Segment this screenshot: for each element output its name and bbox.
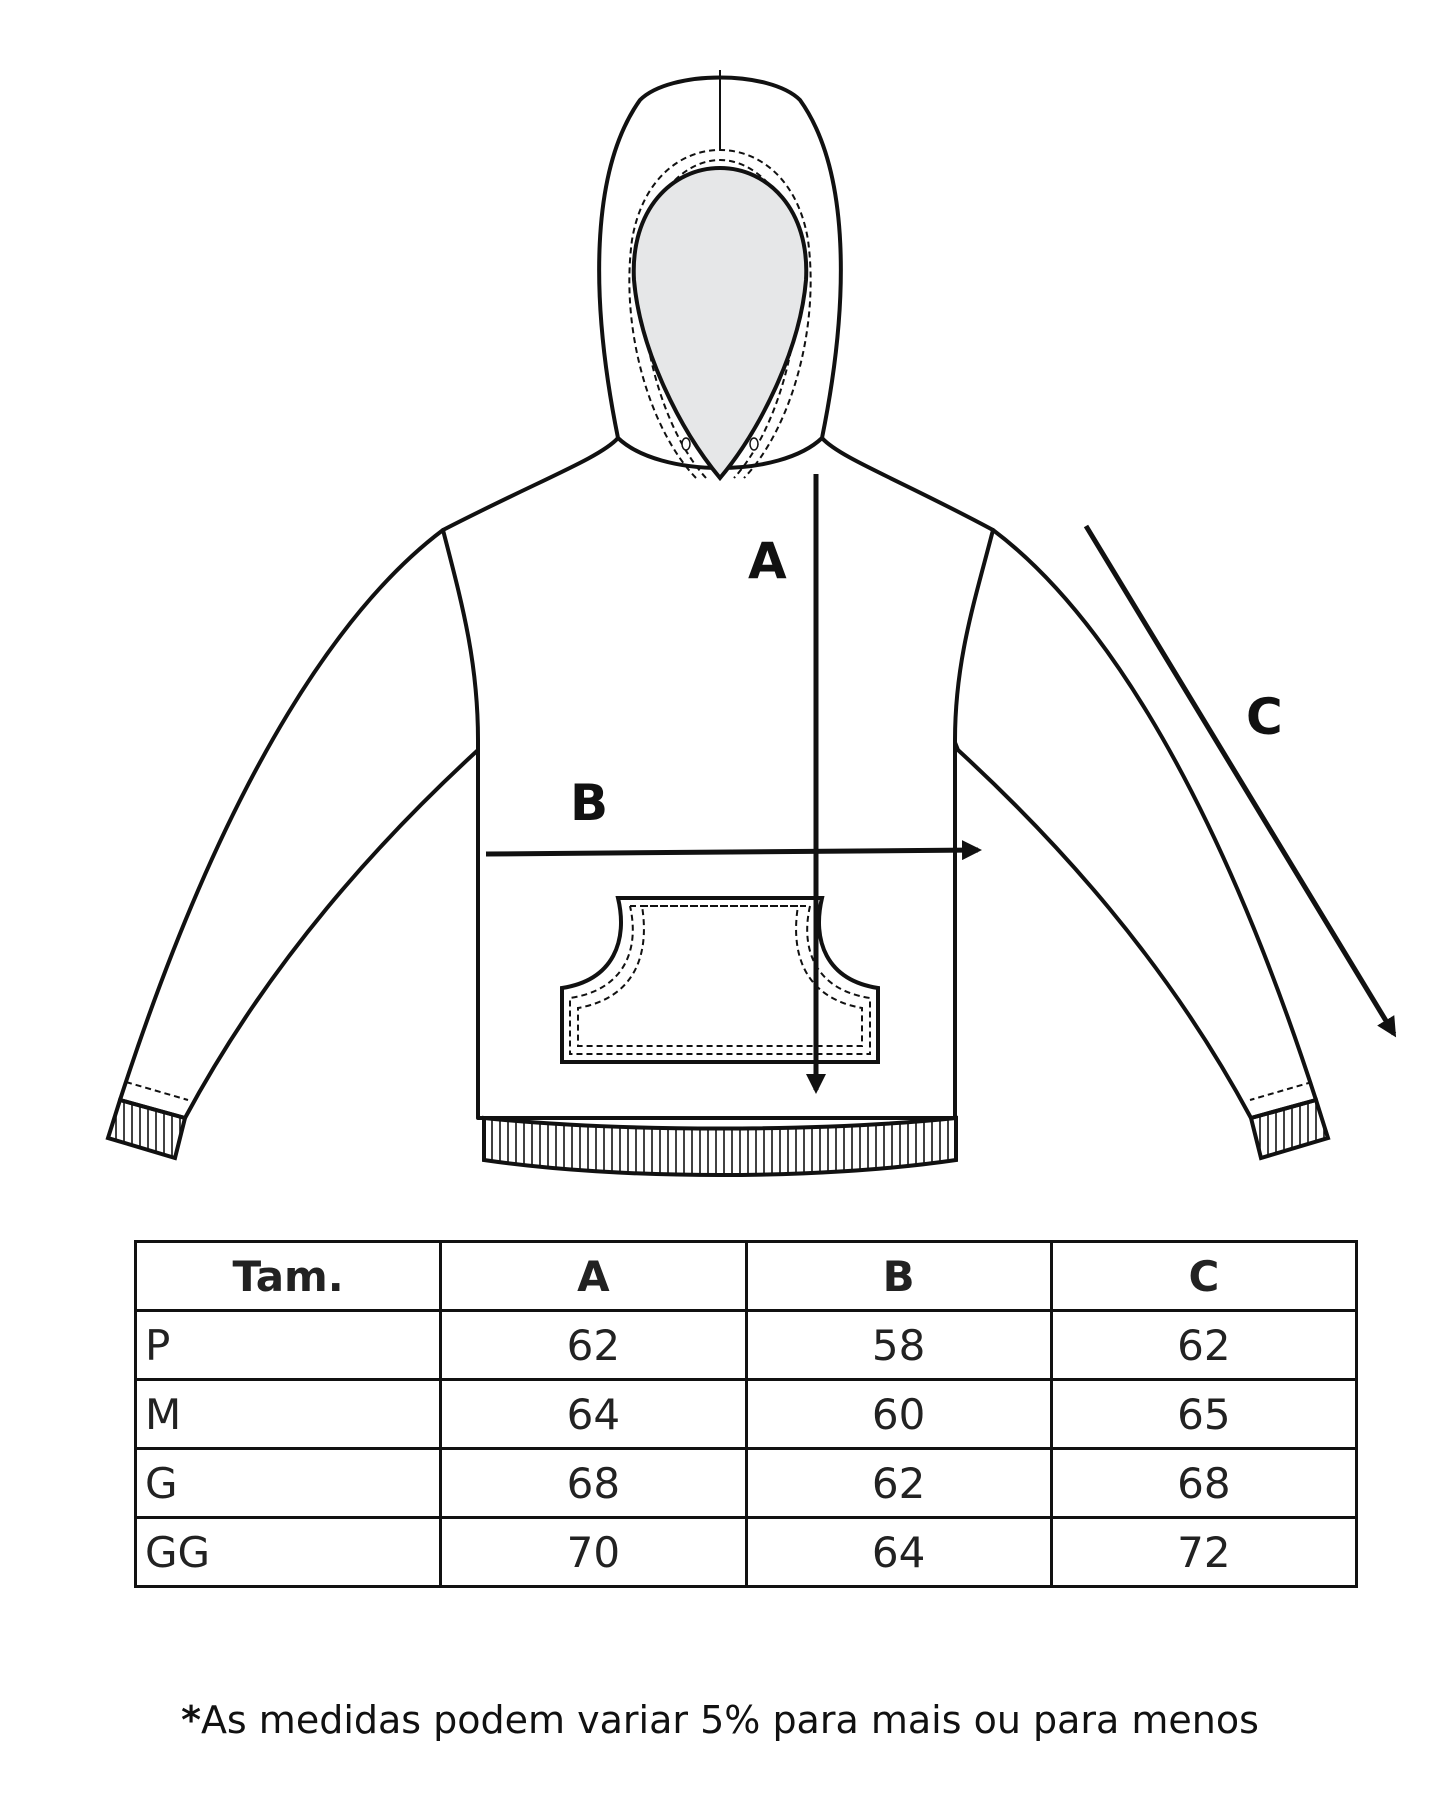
pocket-stitch-inner [577, 905, 863, 1047]
waistband [482, 1115, 958, 1177]
left-cuff [105, 1097, 188, 1161]
value-b-cell: 64 [744, 1516, 1053, 1588]
header-b: B [744, 1240, 1053, 1312]
label-a: A [748, 532, 787, 590]
value-a-cell: 70 [439, 1516, 748, 1588]
footnote-text: As medidas podem variar 5% para mais ou … [200, 1698, 1259, 1742]
size-cell: M [133, 1378, 443, 1450]
header-c: C [1049, 1240, 1359, 1312]
value-c-cell: 62 [1049, 1309, 1359, 1381]
label-b: B [570, 774, 608, 832]
table-header-row: Tam. A B C [133, 1240, 1359, 1312]
right-cuff [1248, 1097, 1331, 1161]
value-c-cell: 72 [1049, 1516, 1359, 1588]
face-opening [631, 165, 809, 482]
kangaroo-pocket [560, 896, 880, 1064]
label-c: C [1246, 688, 1283, 746]
measurement-disclaimer: *As medidas podem variar 5% para mais ou… [0, 1698, 1440, 1742]
hoodie-body [441, 436, 995, 1120]
value-a-cell: 64 [439, 1378, 748, 1450]
value-b-cell: 60 [744, 1378, 1053, 1450]
value-b-cell: 62 [744, 1447, 1053, 1519]
pocket-stitch-outer [569, 905, 871, 1055]
table-row: P 62 58 62 [133, 1309, 1359, 1381]
value-c-cell: 65 [1049, 1378, 1359, 1450]
measure-arrow-c [1083, 524, 1397, 1038]
table-row: G 68 62 68 [133, 1447, 1359, 1519]
right-cuff-stitch [1249, 1081, 1313, 1101]
table-row: GG 70 64 72 [133, 1516, 1359, 1588]
drawstring-eyelet-right [749, 437, 759, 451]
value-a-cell: 62 [439, 1309, 748, 1381]
size-cell: GG [133, 1516, 443, 1588]
value-b-cell: 58 [744, 1309, 1053, 1381]
hood-stitch-outer [628, 148, 812, 479]
drawstring-eyelet-left [681, 437, 691, 451]
hoodie-measurement-diagram: A B C [105, 70, 1397, 1177]
left-sleeve [118, 528, 494, 1120]
size-cell: P [133, 1309, 443, 1381]
header-a: A [439, 1240, 748, 1312]
value-c-cell: 68 [1049, 1447, 1359, 1519]
right-sleeve [942, 528, 1318, 1120]
size-table-container: Tam. A B C P 62 58 62 M 64 60 65 G 68 [133, 1240, 1359, 1588]
value-a-cell: 68 [439, 1447, 748, 1519]
table-row: M 64 60 65 [133, 1378, 1359, 1450]
left-cuff-stitch [125, 1081, 189, 1101]
size-table: Tam. A B C P 62 58 62 M 64 60 65 G 68 [133, 1240, 1359, 1588]
size-cell: G [133, 1447, 443, 1519]
footnote-asterisk: * [181, 1698, 201, 1742]
measure-arrow-b [485, 840, 982, 861]
header-size: Tam. [133, 1240, 443, 1312]
